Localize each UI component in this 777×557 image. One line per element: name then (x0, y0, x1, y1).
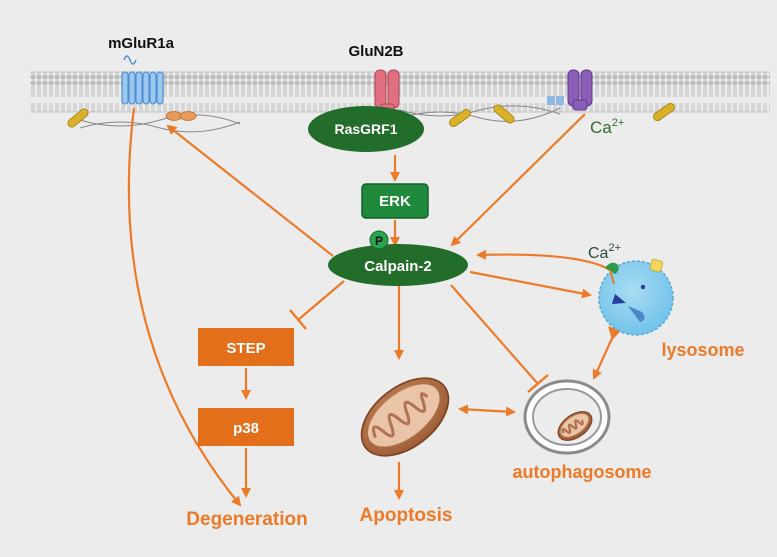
pathway-edges (127, 107, 616, 507)
erk-node: ERK (361, 183, 429, 219)
inhibit-calpain2-autophagosome (450, 284, 539, 385)
cytoskeleton (79, 105, 561, 133)
calpain2-label: Calpain-2 (364, 258, 432, 275)
rasgrf1-label: RasGRF1 (334, 121, 397, 137)
apoptosis-label: Apoptosis (360, 505, 453, 526)
edge-mitochondria-autophagosome (458, 404, 516, 417)
erk-label: ERK (379, 193, 411, 210)
rasgrf1-node: RasGRF1 (308, 106, 424, 152)
lysosome-icon (598, 258, 674, 336)
arrowhead-to-lysosome (608, 326, 621, 340)
degeneration-label: Degeneration (186, 509, 307, 530)
inhibit-calpain2-step (297, 280, 345, 321)
autophagosome-icon (523, 379, 611, 455)
lysosome-label: lysosome (661, 340, 744, 360)
mitochondrion-icon (360, 377, 450, 457)
edge-channel-calpain2 (450, 113, 586, 247)
glun2b-label: GluN2B (348, 43, 403, 60)
edge-lysosome-autophagosome (592, 333, 616, 380)
p38-label: p38 (233, 420, 259, 437)
edge-lysosome-calpain2 (476, 249, 611, 271)
mglur1a-label: mGluR1a (108, 35, 175, 52)
edge-calpain2-lysosome (469, 270, 592, 299)
p38-node: p38 (198, 408, 294, 446)
cytoskeletal-filaments (67, 103, 675, 128)
step-label: STEP (226, 340, 265, 357)
autophagosome-label: autophagosome (512, 462, 651, 482)
calpain2-node: Calpain-2 (328, 244, 468, 286)
step-node: STEP (198, 328, 294, 366)
lysosome-ca-label: Ca2+ (588, 242, 621, 262)
phosphorylation-badge-icon: P (369, 230, 389, 250)
phospho-label: P (375, 234, 383, 248)
mglur1a-receptor-icon (121, 55, 197, 121)
edge-mglur1a-degeneration (127, 107, 242, 507)
edge-calpain2-mglur1a (166, 124, 334, 257)
channel-ca-label: Ca2+ (590, 117, 624, 137)
calcium-channel-icon (547, 69, 593, 111)
